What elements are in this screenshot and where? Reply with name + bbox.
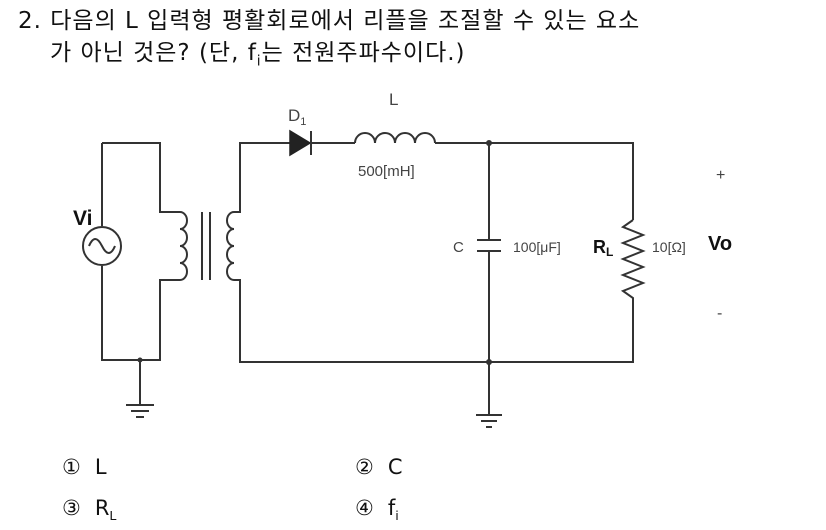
- choice-1-text: L: [94, 455, 107, 479]
- diode-label: D1: [288, 106, 306, 128]
- transformer-icon: [179, 211, 235, 281]
- inductor-label: L: [389, 90, 398, 109]
- question-text-2a: 가 아닌 것은? (단, f: [50, 40, 257, 66]
- resistor-icon: [620, 219, 646, 303]
- question-text-1: 2. 다음의 L 입력형 평활회로에서 리플을 조절할 수 있는 요소: [18, 8, 641, 34]
- output-plus: +: [716, 167, 725, 184]
- ground-icon-right: [476, 414, 502, 428]
- choice-3-sub: L: [109, 508, 117, 524]
- choice-3-number: ③: [62, 496, 81, 520]
- inductor-value: 500[mH]: [358, 163, 415, 180]
- question-line-1: 2. 다음의 L 입력형 평활회로에서 리플을 조절할 수 있는 요소: [18, 6, 640, 36]
- secondary-wires: [234, 142, 634, 415]
- junction-dots: [137, 140, 492, 365]
- question-subscript: i: [256, 53, 262, 70]
- ground-icon-left: [126, 404, 154, 418]
- choice-3-text: R: [94, 496, 110, 520]
- choice-2-text: C: [387, 455, 403, 479]
- question-line-2: 가 아닌 것은? (단, fi는 전원주파수이다.): [50, 38, 466, 77]
- capacitor-icon: [477, 239, 501, 252]
- choice-1-number: ①: [62, 455, 81, 479]
- output-minus: -: [717, 305, 722, 322]
- question-text-2b: 는 전원주파수이다.): [261, 40, 466, 66]
- output-label: Vo: [708, 233, 732, 255]
- choice-2-number: ②: [355, 455, 374, 479]
- choice-4-sub: i: [395, 508, 399, 524]
- capacitor-value: 100[μF]: [513, 239, 561, 255]
- resistor-label: RL: [593, 237, 613, 259]
- capacitor-label: C: [453, 239, 464, 256]
- source-label: Vi: [73, 207, 92, 230]
- primary-wires: [101, 142, 180, 405]
- diode-icon: [289, 129, 312, 157]
- choice-4-number: ④: [355, 496, 374, 520]
- choice-4-text: f: [387, 496, 396, 520]
- ac-source-icon: [82, 226, 122, 266]
- inductor-icon: [354, 132, 436, 144]
- resistor-value: 10[Ω]: [652, 239, 686, 255]
